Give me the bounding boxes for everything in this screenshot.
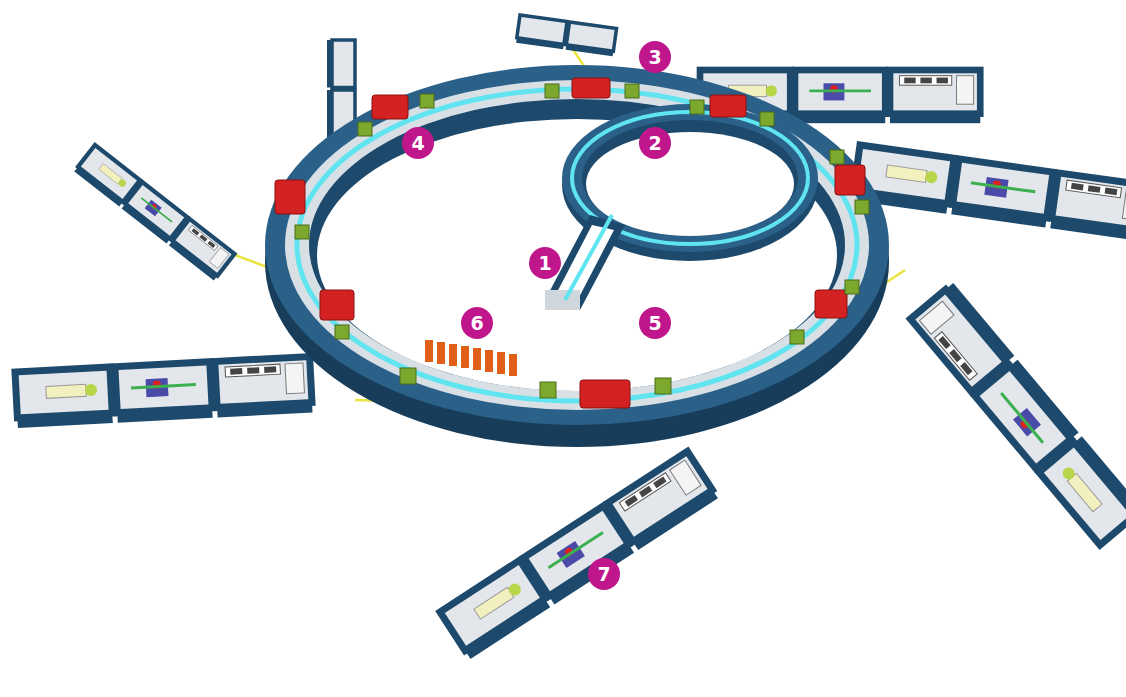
callout-number: 2: [639, 127, 671, 159]
callout-number: 1: [529, 247, 561, 279]
callout-number: 4: [402, 127, 434, 159]
callout-number: 6: [461, 307, 493, 339]
callout-number: 5: [639, 307, 671, 339]
callout-number: 3: [639, 41, 671, 73]
callout-number: 7: [588, 558, 620, 590]
